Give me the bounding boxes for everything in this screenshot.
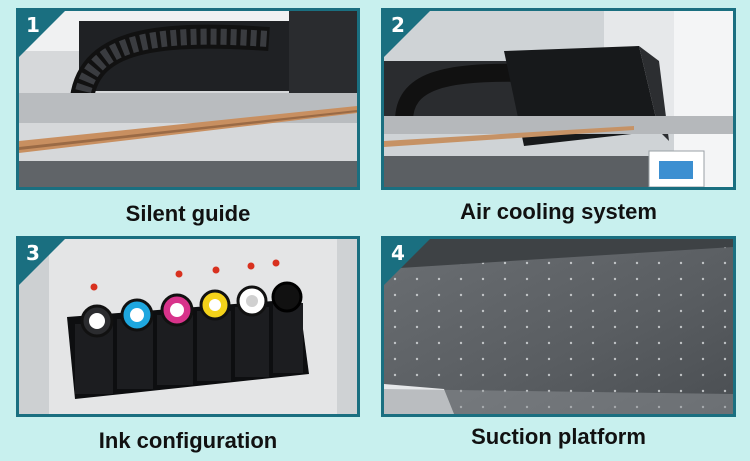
- panel-number: 1: [26, 13, 40, 37]
- suction-platform-photo: [384, 239, 733, 414]
- ink-configuration-photo: [19, 239, 357, 414]
- panel-number-badge: [19, 239, 65, 285]
- feature-panel-air-cooling-system: 2: [381, 8, 736, 190]
- caption-silent-guide: Silent guide: [125, 201, 251, 226]
- caption-suction-platform: Suction platform: [471, 424, 646, 449]
- panel-number-badge: [384, 11, 430, 57]
- silent-guide-photo: [19, 11, 357, 187]
- feature-panel-silent-guide: 1: [16, 8, 360, 190]
- caption-ink-configuration: Ink configuration: [98, 428, 278, 453]
- panel-number: 4: [391, 241, 405, 265]
- panel-number: 3: [26, 241, 40, 265]
- caption-air-cooling-system: Air cooling system: [460, 199, 657, 224]
- feature-panel-ink-configuration: 3: [16, 236, 360, 417]
- panel-number-badge: [384, 239, 430, 285]
- panel-number: 2: [391, 13, 405, 37]
- air-cooling-system-photo: [384, 11, 733, 187]
- panel-number-badge: [19, 11, 65, 57]
- feature-panel-suction-platform: 4: [381, 236, 736, 417]
